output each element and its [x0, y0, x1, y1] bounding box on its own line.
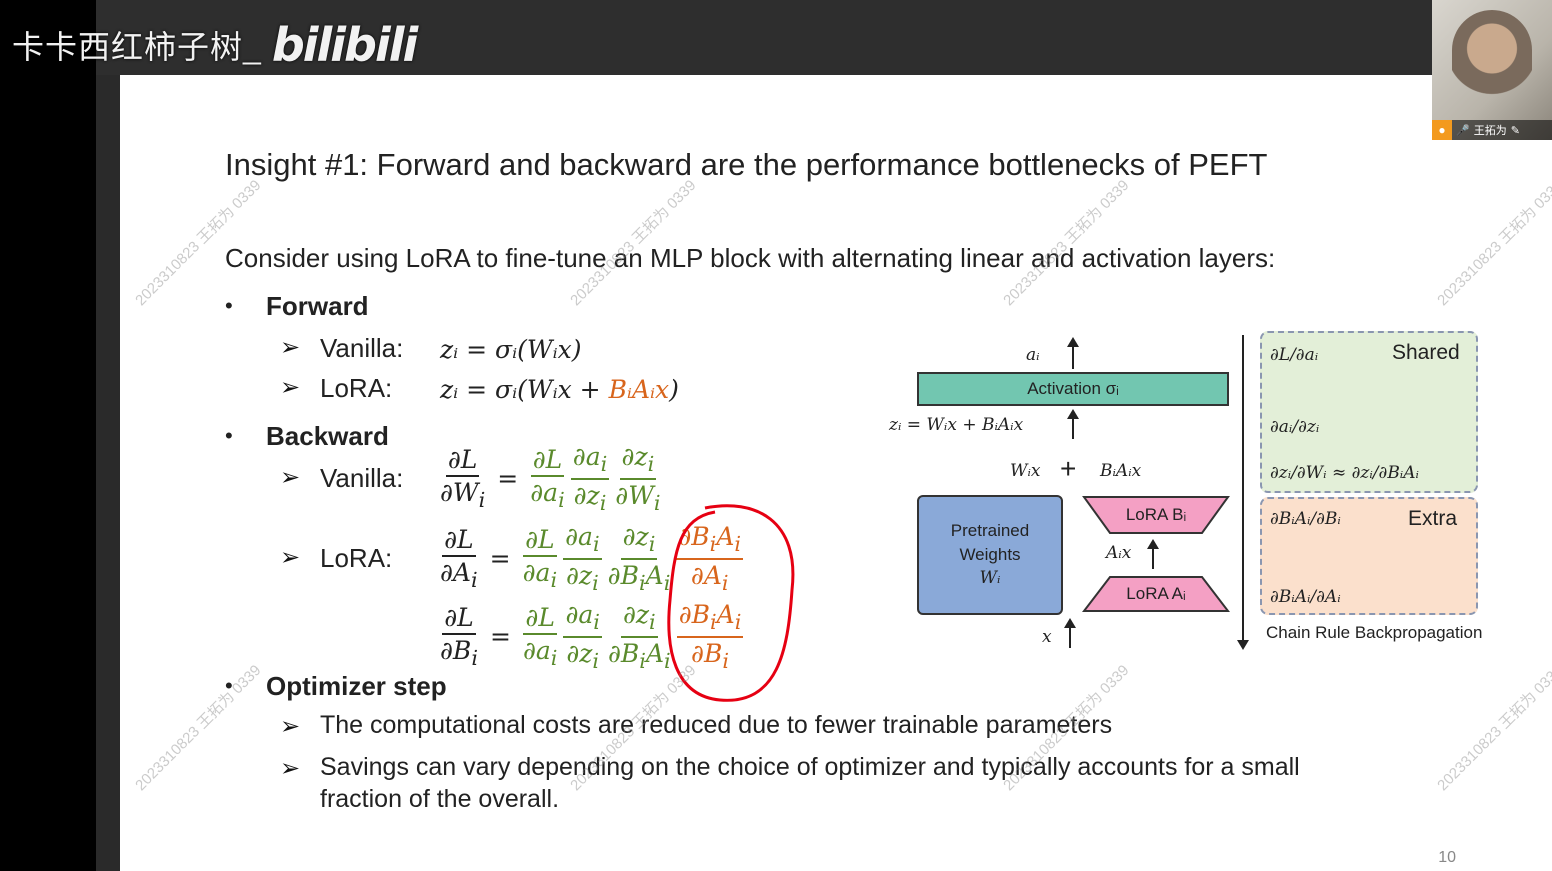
slide-intro: Consider using LoRA to fine-tune an MLP …	[225, 243, 1276, 273]
lora-diagram: aᵢ Activation σᵢ zᵢ = Wᵢx + BᵢAᵢx Wᵢx + …	[880, 325, 1530, 665]
arrow-icon: ➢	[280, 374, 301, 401]
speaker-name: 王拓为	[1473, 125, 1507, 137]
watermark: 2023310823 王拓为 0339	[132, 661, 265, 795]
pretrained-line-1: Pretrained	[950, 521, 1030, 541]
backward-lora-equation-a: ∂L∂Ai = ∂L∂ai ∂ai∂zi ∂zi∂BiAi ∂BiAi∂Ai	[440, 522, 744, 595]
microphone-icon: 🎤	[1456, 124, 1470, 137]
backprop-arrow-line	[1242, 335, 1244, 645]
speaker-name-bar: ● 🎤 王拓为 ✎	[1432, 120, 1552, 140]
extra-panel	[1260, 497, 1478, 615]
pretrained-line-3: Wᵢ	[979, 567, 1001, 588]
pretrained-weights-box: Pretrained Weights Wᵢ	[917, 495, 1063, 615]
extra-term-1: ∂BᵢAᵢ/∂Bᵢ	[1270, 509, 1341, 529]
pencil-icon: ✎	[1510, 124, 1520, 137]
watermark: 2023310823 王拓为 0339	[1434, 176, 1552, 310]
backward-heading: Backward	[266, 421, 389, 451]
down-arrow-icon	[1237, 640, 1249, 650]
lora-b-label: LoRA Bᵢ	[1125, 505, 1187, 524]
arrow-icon: ➢	[280, 713, 301, 740]
optimizer-heading: Optimizer step	[266, 671, 447, 701]
page-number: 10	[1438, 849, 1456, 866]
lora-b-trapezoid	[1082, 496, 1230, 534]
lora-eq-suffix: )	[669, 375, 679, 404]
forward-vanilla-equation: zᵢ = σᵢ(Wᵢx)	[440, 335, 582, 364]
shared-title: Shared	[1392, 341, 1460, 364]
arrow-icon: ➢	[280, 544, 301, 571]
up-arrow-icon	[1147, 539, 1159, 569]
extra-title: Extra	[1408, 507, 1458, 530]
shared-panel	[1260, 331, 1478, 493]
activation-box: Activation σᵢ	[917, 372, 1229, 406]
arrow-icon: ➢	[280, 334, 301, 361]
lora-a-trapezoid	[1082, 576, 1230, 612]
up-arrow-icon	[1067, 409, 1079, 439]
backward-lora-equation-b: ∂L∂Bi = ∂L∂ai ∂ai∂zi ∂zi∂BiAi ∂BiAi∂Bi	[440, 600, 744, 673]
arrow-icon: ➢	[280, 755, 301, 782]
z-equation-label: zᵢ = Wᵢx + BᵢAᵢx	[889, 415, 1024, 435]
lora-eq-prefix: zᵢ = σᵢ(Wᵢx +	[440, 375, 609, 404]
extra-term-2: ∂BᵢAᵢ/∂Aᵢ	[1270, 587, 1341, 607]
viewer-top-bar	[96, 0, 1432, 75]
speaker-camera-feed[interactable]: ● 🎤 王拓为 ✎	[1432, 0, 1552, 140]
bax-label: BᵢAᵢx	[1100, 461, 1142, 481]
optimizer-point-2-line-2: fraction of the overall.	[320, 785, 560, 813]
channel-watermark: 卡卡西红柿子树_ bilibili	[12, 18, 418, 72]
ax-label: Aᵢx	[1106, 543, 1132, 563]
viewer-left-gutter	[96, 75, 120, 871]
optimizer-point-2-line-1: Savings can vary depending on the choice…	[320, 753, 1300, 781]
speaker-video	[1452, 10, 1532, 120]
lora-eq-highlight: BᵢAᵢx	[608, 375, 670, 404]
slide-title: Insight #1: Forward and backward are the…	[225, 147, 1268, 182]
forward-vanilla-label: Vanilla:	[320, 333, 404, 363]
shared-term-1: ∂L/∂aᵢ	[1270, 345, 1319, 365]
channel-name: 卡卡西红柿子树_	[12, 29, 262, 65]
backward-vanilla-equation: ∂L∂Wi = ∂L∂ai ∂ai∂zi ∂zi∂Wi	[440, 442, 661, 515]
up-arrow-icon	[1067, 337, 1079, 369]
shared-term-3: ∂zᵢ/∂Wᵢ ≈ ∂zᵢ/∂BᵢAᵢ	[1270, 463, 1419, 483]
red-circle-annotation	[667, 504, 795, 702]
plus-icon: +	[1060, 453, 1077, 484]
forward-lora-equation: zᵢ = σᵢ(Wᵢx + BᵢAᵢx)	[440, 375, 679, 404]
input-x-label: x	[1042, 627, 1052, 647]
forward-heading: Forward	[266, 291, 369, 321]
activation-output-label: aᵢ	[1026, 345, 1040, 365]
pretrained-line-2: Weights	[959, 545, 1021, 565]
forward-lora-label: LoRA:	[320, 373, 393, 403]
backward-vanilla-label: Vanilla:	[320, 463, 404, 493]
chain-rule-label: Chain Rule Backpropagation	[1266, 623, 1483, 642]
backward-lora-label: LoRA:	[320, 543, 393, 573]
up-arrow-icon	[1064, 618, 1076, 648]
screen-left-margin	[0, 0, 96, 871]
bilibili-logo: bilibili	[271, 18, 418, 72]
wx-label: Wᵢx	[1010, 461, 1041, 481]
bullet-dot: •	[225, 293, 233, 318]
optimizer-point-1: The computational costs are reduced due …	[320, 711, 1113, 739]
lora-a-label: LoRA Aᵢ	[1126, 584, 1186, 603]
bullet-dot: •	[225, 673, 233, 698]
watermark: 2023310823 王拓为 0339	[1434, 661, 1552, 795]
bullet-dot: •	[225, 423, 233, 448]
shared-term-2: ∂aᵢ/∂zᵢ	[1270, 417, 1320, 437]
presentation-slide: Insight #1: Forward and backward are the…	[120, 75, 1552, 871]
user-icon: ●	[1432, 120, 1452, 140]
arrow-icon: ➢	[280, 464, 301, 491]
